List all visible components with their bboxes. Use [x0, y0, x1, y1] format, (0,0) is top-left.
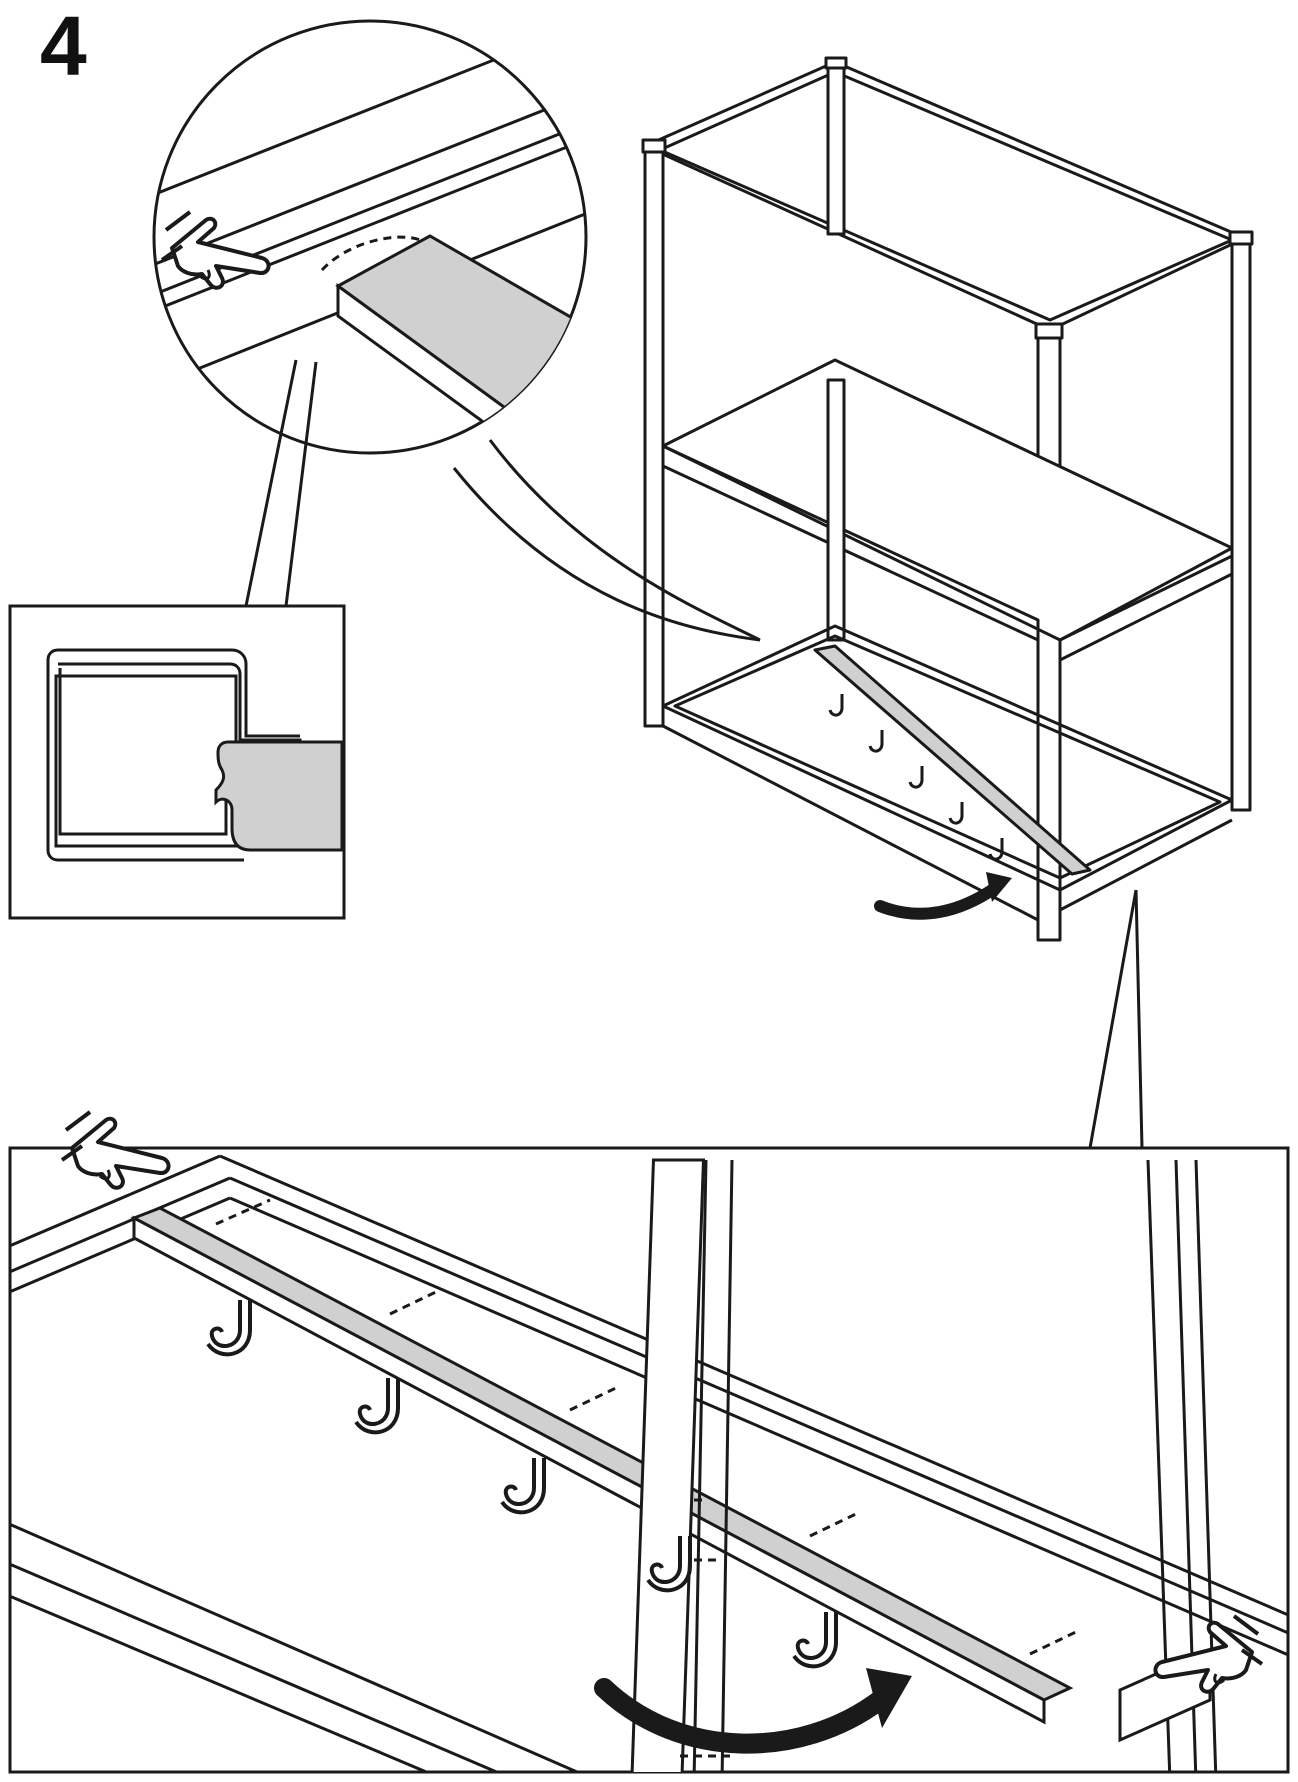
bottom-detail [8, 1110, 1290, 1774]
detail-circle [152, 19, 761, 642]
rotate-arrow-icon [874, 872, 1012, 920]
rotate-arrow-icon [594, 1668, 912, 1754]
profile-inset [8, 604, 346, 920]
shelf-unit [641, 56, 1254, 942]
step-number: 4 [40, 0, 87, 93]
